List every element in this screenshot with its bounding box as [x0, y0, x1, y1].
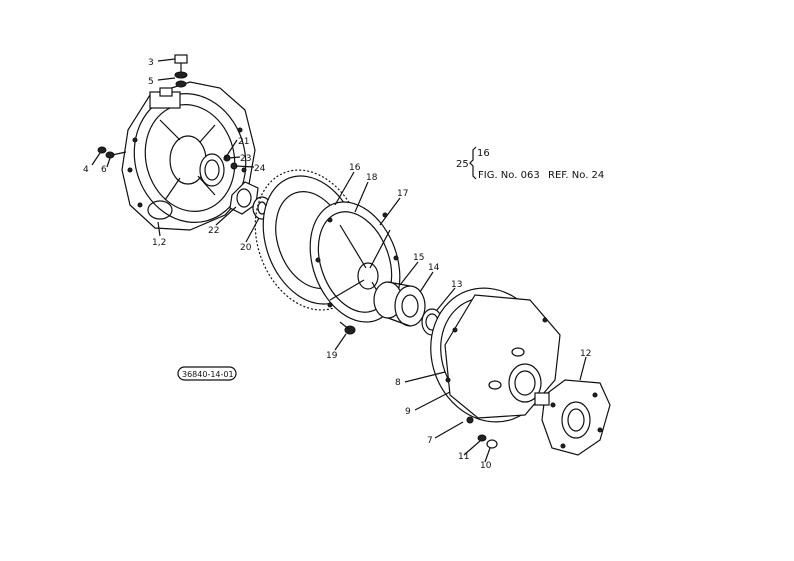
reference-ref: REF. No. 24 — [548, 170, 604, 181]
gear-housing — [121, 81, 256, 231]
part-label-24: 24 — [254, 164, 266, 174]
part-label-8: 8 — [395, 378, 401, 388]
reference-fig: FIG. No. 063 — [478, 170, 540, 181]
leader-lines — [91, 58, 587, 463]
part-label-13: 13 — [451, 280, 462, 290]
part-label-16: 16 — [349, 163, 361, 173]
drawing-code: 36840-14-01 — [182, 370, 234, 379]
output-flange — [534, 379, 611, 456]
part-label-11: 11 — [458, 452, 469, 462]
part-label-6: 6 — [101, 165, 107, 175]
part-label-3: 3 — [148, 58, 154, 68]
part-label-19: 19 — [326, 351, 338, 361]
part-label-21: 21 — [238, 137, 249, 147]
part-label-4: 4 — [83, 165, 89, 175]
part-label-1-2: 1,2 — [152, 238, 166, 248]
part-label-23: 23 — [240, 154, 251, 164]
drawing-code-box: 36840-14-01 — [177, 366, 237, 381]
part-label-5: 5 — [148, 77, 154, 87]
part-label-7: 7 — [427, 436, 433, 446]
part-label-22: 22 — [208, 226, 219, 236]
reference-block: 16 25 FIG. No. 063 REF. No. 24 — [456, 146, 604, 181]
part-label-14: 14 — [428, 263, 440, 273]
bolt-bottom — [477, 434, 498, 449]
part-labels: 3 5 4 6 21 23 24 1,2 22 20 16 18 17 15 1… — [83, 58, 591, 471]
bolt-19 — [339, 321, 356, 335]
tapered-bearing — [373, 281, 426, 327]
reference-left: 25 — [456, 159, 469, 170]
part-label-12: 12 — [580, 349, 591, 359]
cover-housing — [430, 287, 561, 424]
part-label-10: 10 — [480, 461, 492, 471]
part-label-18: 18 — [366, 173, 378, 183]
part-label-9: 9 — [405, 407, 411, 417]
reference-top: 16 — [477, 148, 490, 159]
part-label-17: 17 — [397, 189, 408, 199]
part-label-20: 20 — [240, 243, 252, 253]
part-label-15: 15 — [413, 253, 424, 263]
bolt-top — [174, 54, 188, 88]
bolt-side — [97, 146, 127, 159]
